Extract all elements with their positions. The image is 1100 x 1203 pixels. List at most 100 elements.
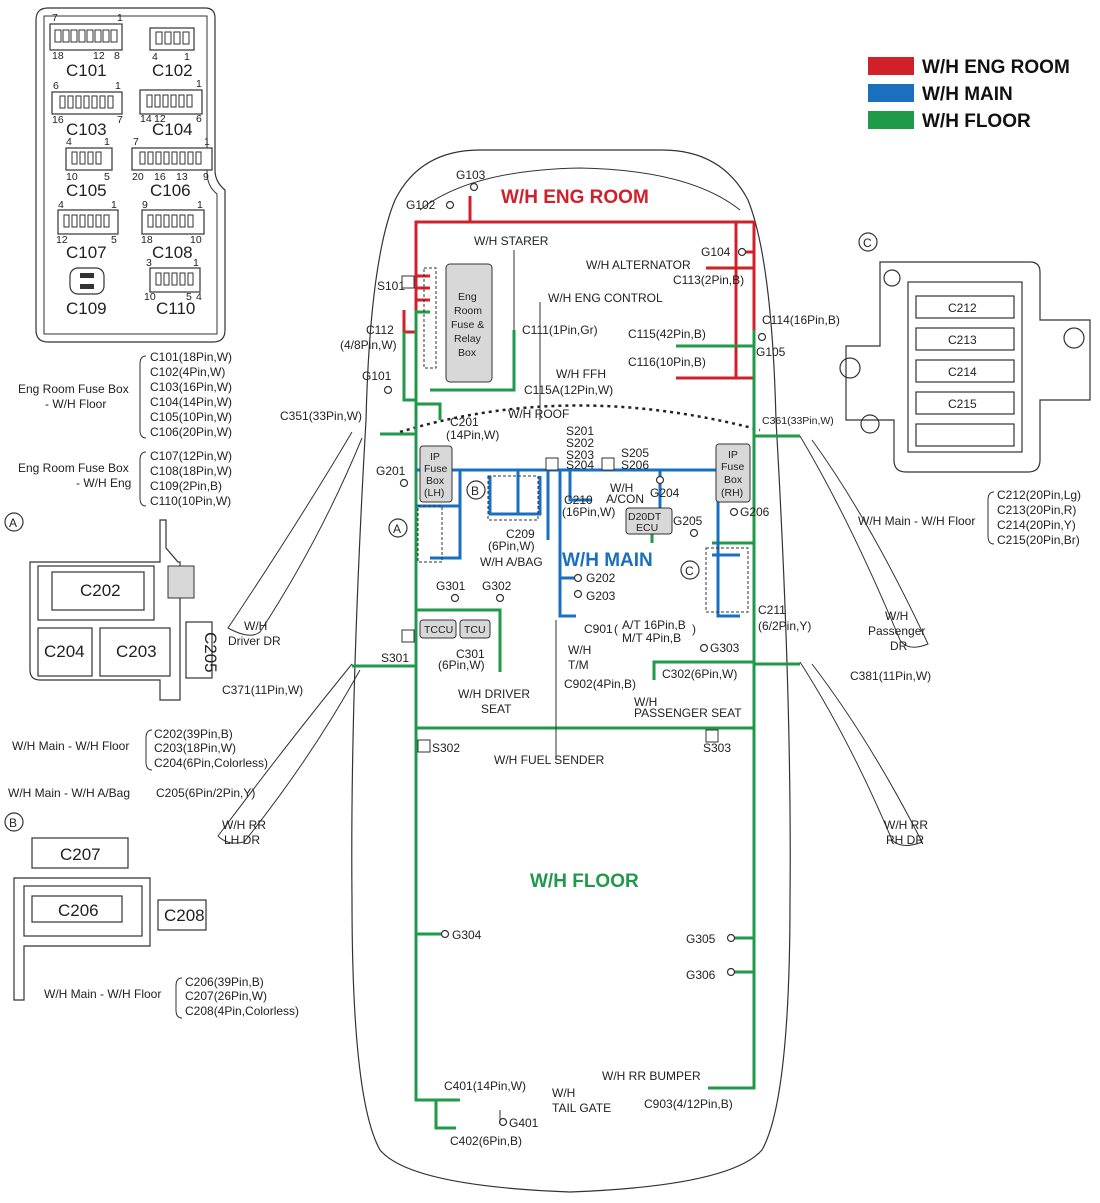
c-panel-hole [883,269,901,287]
c108-pin-label: 9 [142,199,148,211]
c106-pin-label: 20 [132,171,144,183]
c201-spec: (14Pin,W) [446,428,499,442]
c901-mt-spec: M/T 4Pin,B [622,631,681,645]
g104-dot [737,247,747,257]
a-cluster [417,505,443,563]
c-diagram-marker-circle [680,560,700,580]
acon-label: W/H [610,481,633,495]
b-brace [175,977,183,1019]
c203-shape [99,627,171,677]
g302-label: G302 [482,579,512,593]
c204-label: C204 [44,642,85,661]
c211-spec: (6/2Pin,Y) [758,619,811,633]
floor-connector-line: C101(18Pin,W) [150,350,232,364]
c104-pin-label: 6 [196,113,202,125]
c104-pin-label: 14 [140,113,152,125]
fuse-box-panel: 7 1 18 12 8 C101 4 1 C102 6 1 16 7 C103 … [35,7,226,343]
c901-paren-open: ( [614,622,618,636]
rr-lh-label: W/H RR [222,818,266,832]
legend-label-main: W/H MAIN [922,84,1013,105]
c103-pin-label: 1 [115,80,121,92]
tail-gate-label: W/H [552,1086,575,1100]
component-boxes: Eng Room Fuse & Relay Box IP Fuse Box (L… [401,263,751,753]
passenger-dr-label: W/H [885,609,908,623]
c-marker-circle [858,232,878,252]
g303-label: G303 [710,641,740,655]
c361-label: C361(33Pin,W) [762,415,834,427]
c205-label: C205 [201,632,220,673]
fuse-box-inner-outline [43,15,218,335]
c102-label: C102 [152,61,193,80]
c112-spec: (4/8Pin,W) [340,338,397,352]
s203-label: S203 [566,448,594,462]
passenger-dr-branch [799,435,929,648]
main-harness: W/H MAIN [416,468,740,618]
eng-room-wire [414,220,470,310]
g101-label: G101 [362,369,392,383]
main-title: W/H MAIN [562,550,653,571]
ecu-label: D20DT [628,511,662,523]
c103-pin-label: 7 [117,114,123,126]
s303-splice [705,729,719,743]
ip-fuse-box-lh-label: IP [430,451,440,463]
floor-wire [416,402,442,420]
c106-pin-label: 9 [203,171,209,183]
right-panel-brace [987,491,995,545]
floor-connector-line: C102(4Pin,W) [150,365,225,379]
c103-pin-label: 6 [53,80,59,92]
c106-pin-label: 1 [204,136,210,148]
main-floor-line: C203(18Pin,W) [154,741,236,755]
floor-connector-line: C104(14Pin,W) [150,395,232,409]
c208-label: C208 [164,906,205,925]
c112-cluster [423,267,437,369]
g205-label: G205 [673,514,703,528]
abag-label: W/H Main - W/H A/Bag [8,786,130,800]
g202-label: G202 [586,571,616,585]
c110-connector-shape [149,267,201,293]
c104-pin-label: 12 [154,113,166,125]
c101-pin-label: 1 [117,12,123,24]
c101-connector-shape [49,23,123,51]
main-wire [488,476,542,516]
s101-label: S101 [377,279,405,293]
g101-dot [383,385,393,395]
fuse-relay-box-label: Room [454,305,482,317]
abag-label: W/H A/BAG [480,555,543,569]
passenger-dr-label: DR [890,639,908,653]
main-floor-line: C204(6Pin,Colorless) [154,756,268,770]
passenger-seat-label: W/H [634,695,657,709]
rr-rh-branch [799,661,923,846]
c105-connector-shape [65,147,113,171]
c103-pin-label: 16 [52,114,64,126]
a-marker-circle [4,512,24,532]
c215-shape [915,391,1015,415]
c301-label: C301 [456,647,485,661]
car-body [351,149,791,1193]
c202-label: C202 [80,581,121,600]
g304-dot [440,929,450,939]
legend-swatch-floor [868,111,914,129]
tcu-box [459,619,491,639]
main-wire [568,470,592,502]
c-marker: C [863,236,872,250]
driver-seat-label: SEAT [481,702,512,716]
driver-dr-label: W/H [244,619,267,633]
c-diagram-marker: C [685,564,694,578]
s205-label: S205 [621,446,649,460]
c101-pin-label: 12 [93,50,105,62]
eng-room-wire [468,196,756,380]
rr-rh-label: W/H RR [884,818,928,832]
g301-dot [450,593,460,603]
c107-pin-label: 12 [56,234,68,246]
a-marker: A [9,516,17,530]
c214-shape [915,359,1015,383]
c103-connector-shape [51,91,123,115]
ip-fuse-box-rh-label: Box [724,474,743,486]
right-panel-line: C212(20Pin,Lg) [997,488,1081,502]
g102-label: G102 [406,198,436,212]
right-panel-label: W/H Main - W/H Floor [858,514,975,528]
g205-dot [689,528,699,538]
car-outline [351,149,791,1193]
